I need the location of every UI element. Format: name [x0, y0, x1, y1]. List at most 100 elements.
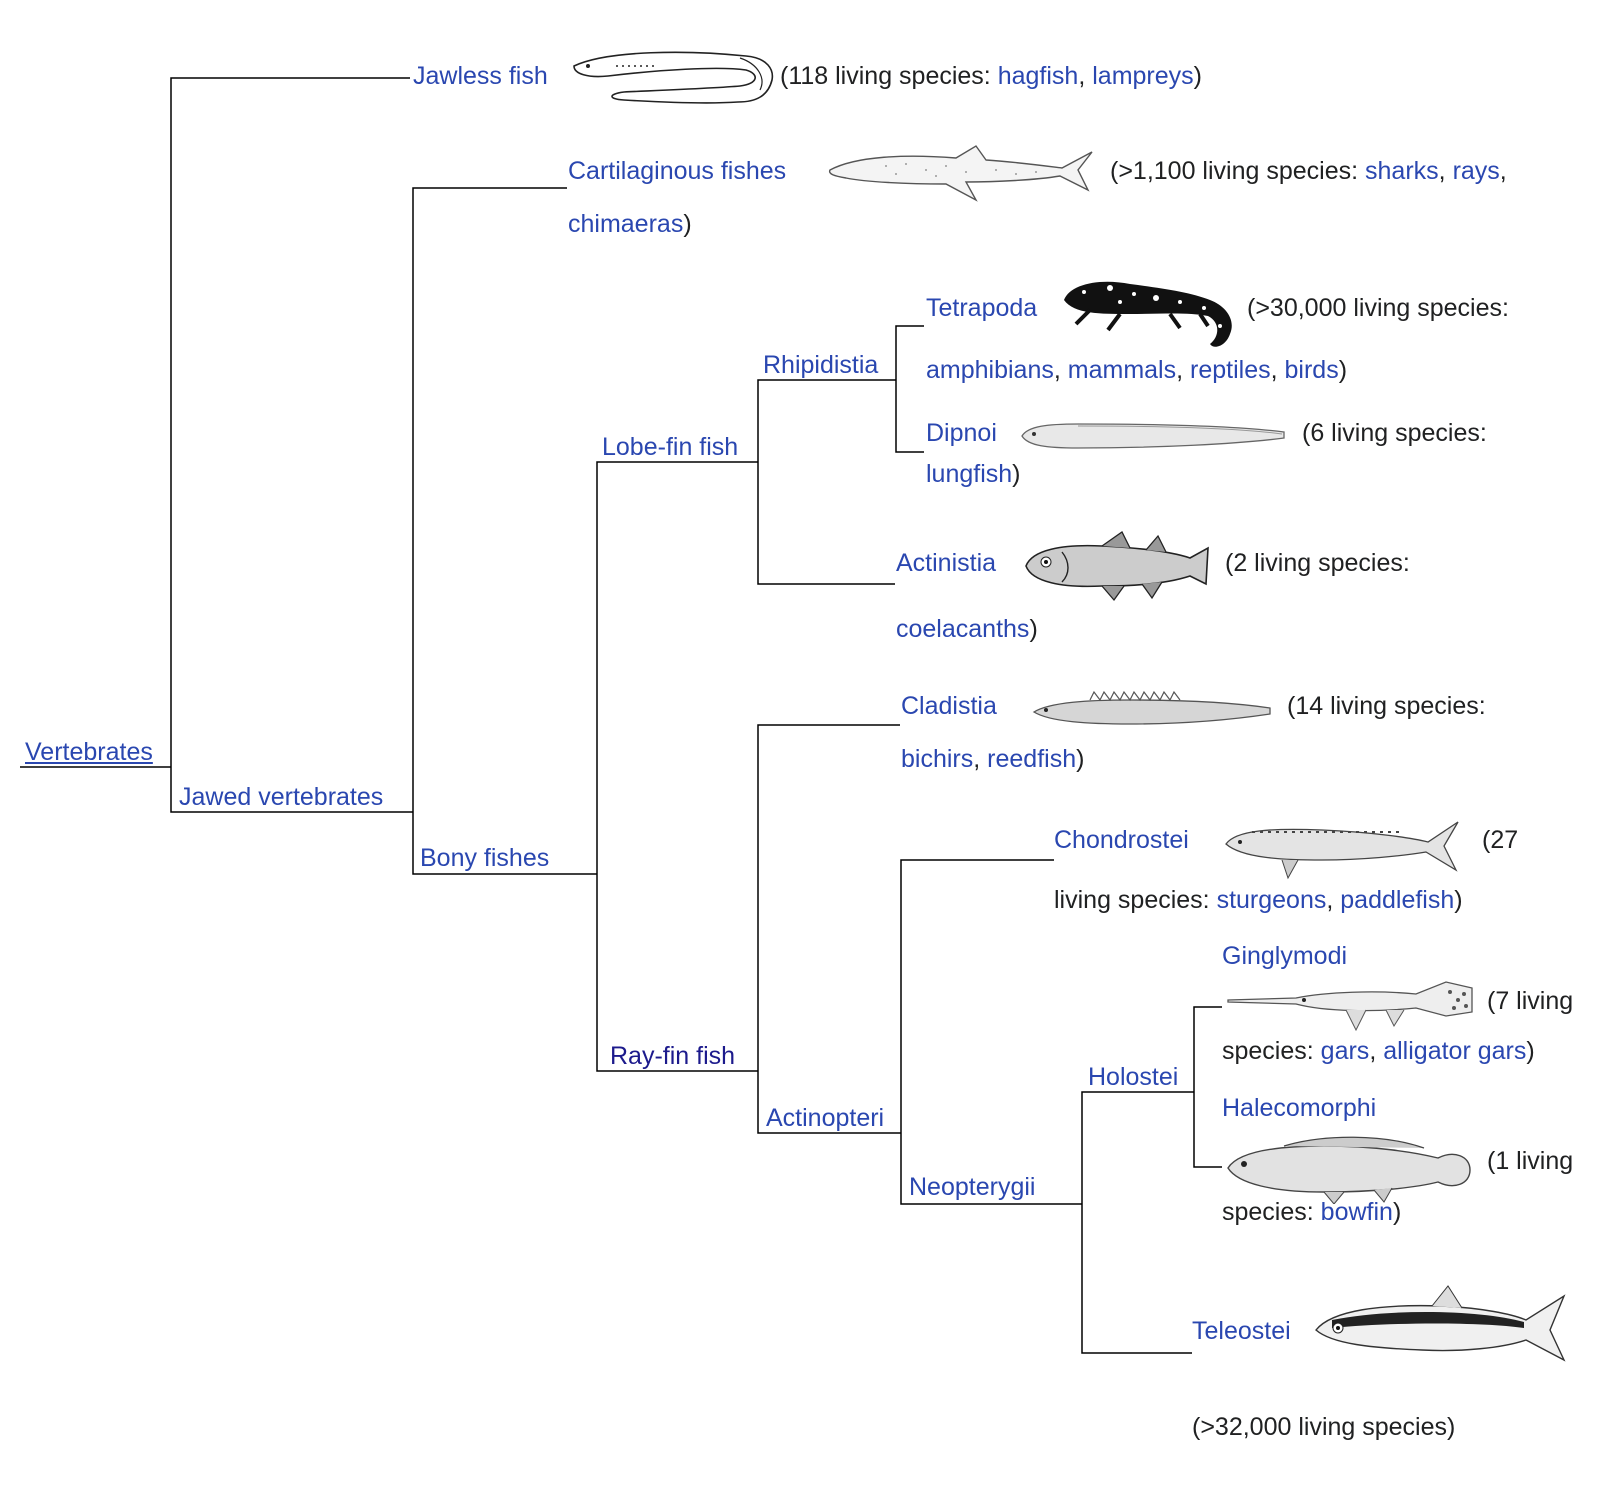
link-hagfish[interactable]: hagfish [997, 62, 1079, 90]
tetrapoda-species-note-line2: amphibians, mammals, reptiles, birds) [926, 355, 1347, 385]
branch-dipnoi [895, 380, 924, 453]
branch-tetrapoda [895, 325, 924, 380]
leaf-teleostei[interactable]: Teleostei [1192, 1317, 1291, 1345]
halecomorphi-close: ) [1392, 1198, 1402, 1226]
cartilaginous-close: ) [683, 210, 692, 238]
link-bowfin[interactable]: bowfin [1320, 1198, 1393, 1226]
link-amphibians[interactable]: amphibians [926, 356, 1054, 384]
jawless-species-prefix: (118 living species: [780, 62, 998, 90]
ginglymodi-sep: , [1369, 1037, 1384, 1065]
chondrostei-species-prefix: (27 [1482, 826, 1519, 854]
dipnoi-species-prefix: (6 living species: [1302, 419, 1487, 447]
node-bony-fishes[interactable]: Bony fishes [420, 844, 550, 872]
link-rays[interactable]: rays [1452, 157, 1500, 185]
link-coelacanths[interactable]: coelacanths [896, 615, 1030, 643]
ginglymodi-species-label: species: [1222, 1037, 1321, 1065]
node-holostei[interactable]: Holostei [1088, 1063, 1179, 1091]
ginglymodi-species-prefix: (7 living [1487, 987, 1574, 1015]
chondrostei-species-label: living species: [1054, 886, 1217, 914]
salamander-icon [1064, 281, 1232, 347]
link-bichirs[interactable]: bichirs [901, 745, 974, 773]
shark-icon [828, 145, 1093, 202]
branch-ginglymodi [1193, 1006, 1222, 1092]
branch-holostei [1081, 1091, 1194, 1204]
sturgeon-icon [1225, 821, 1459, 880]
leaf-dipnoi[interactable]: Dipnoi [926, 419, 997, 447]
link-lungfish[interactable]: lungfish [926, 460, 1013, 488]
link-sturgeons[interactable]: sturgeons [1216, 886, 1327, 914]
branch-actinopteri [757, 1071, 901, 1134]
node-lobe-fin-fish[interactable]: Lobe-fin fish [602, 433, 739, 461]
link-lampreys[interactable]: lampreys [1092, 62, 1194, 90]
teleostei-species-note: (>32,000 living species) [1192, 1413, 1456, 1441]
link-sharks[interactable]: sharks [1365, 157, 1439, 185]
branch-neopterygii [900, 1133, 1082, 1205]
node-vertebrates[interactable]: Vertebrates [25, 738, 153, 766]
branch-halecomorphi [1193, 1092, 1222, 1168]
cladistia-sep: , [973, 745, 988, 773]
halecomorphi-species-prefix: (1 living [1487, 1147, 1574, 1175]
chondrostei-species-note-line2: living species: sturgeons, paddlefish) [1054, 885, 1463, 915]
gar-icon [1227, 981, 1473, 1032]
leaf-tetrapoda[interactable]: Tetrapoda [926, 294, 1038, 322]
chondrostei-sep: , [1326, 886, 1341, 914]
dipnoi-close: ) [1012, 460, 1021, 488]
chondrostei-close: ) [1454, 886, 1463, 914]
link-reedfish[interactable]: reedfish [987, 745, 1077, 773]
link-birds[interactable]: birds [1284, 356, 1339, 384]
branch-jawed [170, 767, 413, 813]
tetrapoda-sep1: , [1053, 356, 1068, 384]
node-ray-fin-fish[interactable]: Ray-fin fish [610, 1042, 736, 1070]
actinistia-close: ) [1029, 615, 1038, 643]
cladistia-species-note-line2: bichirs, reedfish) [901, 744, 1084, 774]
cladistia-close: ) [1076, 745, 1085, 773]
actinistia-species-prefix: (2 living species: [1225, 549, 1410, 577]
node-rhipidistia[interactable]: Rhipidistia [763, 351, 879, 379]
halecomorphi-species-note-line2: species: bowfin) [1222, 1197, 1401, 1227]
cartilaginous-species-note-line2: chimaeras) [568, 209, 692, 239]
cartilaginous-sep1: , [1438, 157, 1453, 185]
jawless-species-note: (118 living species: hagfish, lampreys) [780, 61, 1202, 91]
tetrapoda-sep3: , [1270, 356, 1285, 384]
leaf-halecomorphi[interactable]: Halecomorphi [1222, 1094, 1377, 1122]
bichir-icon [1032, 690, 1271, 725]
jawless-close: ) [1193, 62, 1202, 90]
lamprey-icon [573, 51, 774, 104]
node-jawed-vertebrates[interactable]: Jawed vertebrates [179, 783, 384, 811]
cartilaginous-species-prefix: (>1,100 living species: [1110, 157, 1366, 185]
link-paddlefish[interactable]: paddlefish [1340, 886, 1455, 914]
link-mammals[interactable]: mammals [1067, 356, 1177, 384]
ginglymodi-close: ) [1526, 1037, 1535, 1065]
leaf-actinistia[interactable]: Actinistia [896, 549, 997, 577]
cartilaginous-species-note: (>1,100 living species: sharks, rays, [1110, 156, 1507, 186]
leaf-chondrostei[interactable]: Chondrostei [1054, 826, 1189, 854]
branch-rhipidistia [757, 379, 896, 462]
ginglymodi-species-note-line2: species: gars, alligator gars) [1222, 1036, 1535, 1066]
leaf-cladistia[interactable]: Cladistia [901, 692, 997, 720]
branch-lobe-fin [596, 461, 758, 874]
link-alligator-gars[interactable]: alligator gars [1383, 1037, 1527, 1065]
coelacanth-icon [1025, 531, 1209, 602]
lungfish-icon [1021, 423, 1285, 449]
tetrapoda-close: ) [1338, 356, 1348, 384]
link-reptiles[interactable]: reptiles [1190, 356, 1271, 384]
branch-cartilaginous [412, 187, 567, 812]
bowfin-icon [1227, 1136, 1471, 1204]
node-actinopteri[interactable]: Actinopteri [766, 1104, 885, 1132]
actinistia-species-note-line2: coelacanths) [896, 614, 1038, 644]
link-chimaeras[interactable]: chimaeras [568, 210, 684, 238]
link-gars[interactable]: gars [1320, 1037, 1370, 1065]
leaf-ginglymodi[interactable]: Ginglymodi [1222, 942, 1348, 970]
dipnoi-species-note-line2: lungfish) [926, 459, 1021, 489]
jawless-sep: , [1078, 62, 1093, 90]
branch-ray-fin [596, 874, 758, 1072]
branch-teleostei [1081, 1204, 1192, 1354]
branch-jawless [170, 77, 410, 767]
tetrapoda-sep2: , [1176, 356, 1191, 384]
leaf-cartilaginous-fishes[interactable]: Cartilaginous fishes [568, 157, 787, 185]
leaf-jawless-fish[interactable]: Jawless fish [413, 62, 548, 90]
branch-bony [412, 812, 597, 875]
node-neopterygii[interactable]: Neopterygii [909, 1173, 1036, 1201]
cartilaginous-sep2: , [1499, 157, 1507, 185]
